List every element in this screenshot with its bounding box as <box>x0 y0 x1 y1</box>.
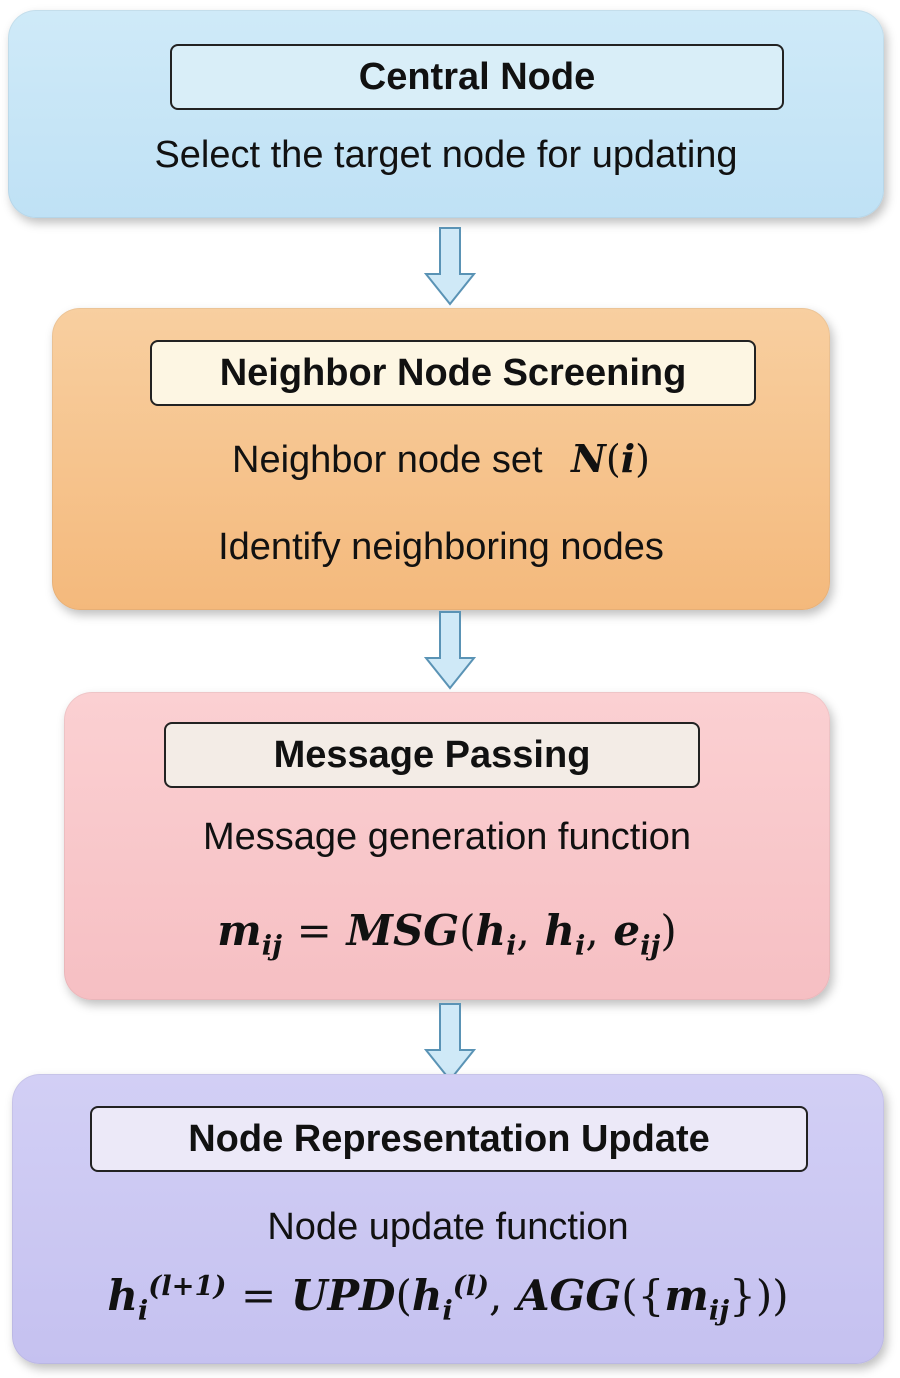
neighbor-set-label: Neighbor node set <box>232 439 543 481</box>
message-formula: mij = MSG(hi, hi, eij) <box>217 906 677 962</box>
neighbor-screening-stage: Neighbor Node Screening Neighbor node se… <box>52 308 830 610</box>
node-update-title: Node Representation Update <box>90 1106 808 1172</box>
update-formula: hi(l+1) = UPD(hi(l), AGG({mij})) <box>107 1270 789 1327</box>
down-arrow-icon <box>424 611 476 690</box>
message-passing-stage: Message Passing Message generation funct… <box>64 692 830 1000</box>
neighbor-set-formula: N(i) <box>571 436 650 481</box>
message-passing-title: Message Passing <box>164 722 700 788</box>
update-function-label: Node update function <box>267 1206 629 1248</box>
message-function-label: Message generation function <box>203 816 691 858</box>
central-node-description: Select the target node for updating <box>154 134 738 176</box>
neighbor-set-line: Neighbor node set N(i) <box>52 436 830 482</box>
central-node-stage: Central Node Select the target node for … <box>8 10 884 218</box>
node-update-stage: Node Representation Update Node update f… <box>12 1074 884 1364</box>
down-arrow-icon <box>424 1003 476 1082</box>
neighbor-screening-description: Identify neighboring nodes <box>218 526 664 568</box>
central-node-title: Central Node <box>170 44 784 110</box>
neighbor-screening-title: Neighbor Node Screening <box>150 340 756 406</box>
down-arrow-icon <box>424 227 476 306</box>
